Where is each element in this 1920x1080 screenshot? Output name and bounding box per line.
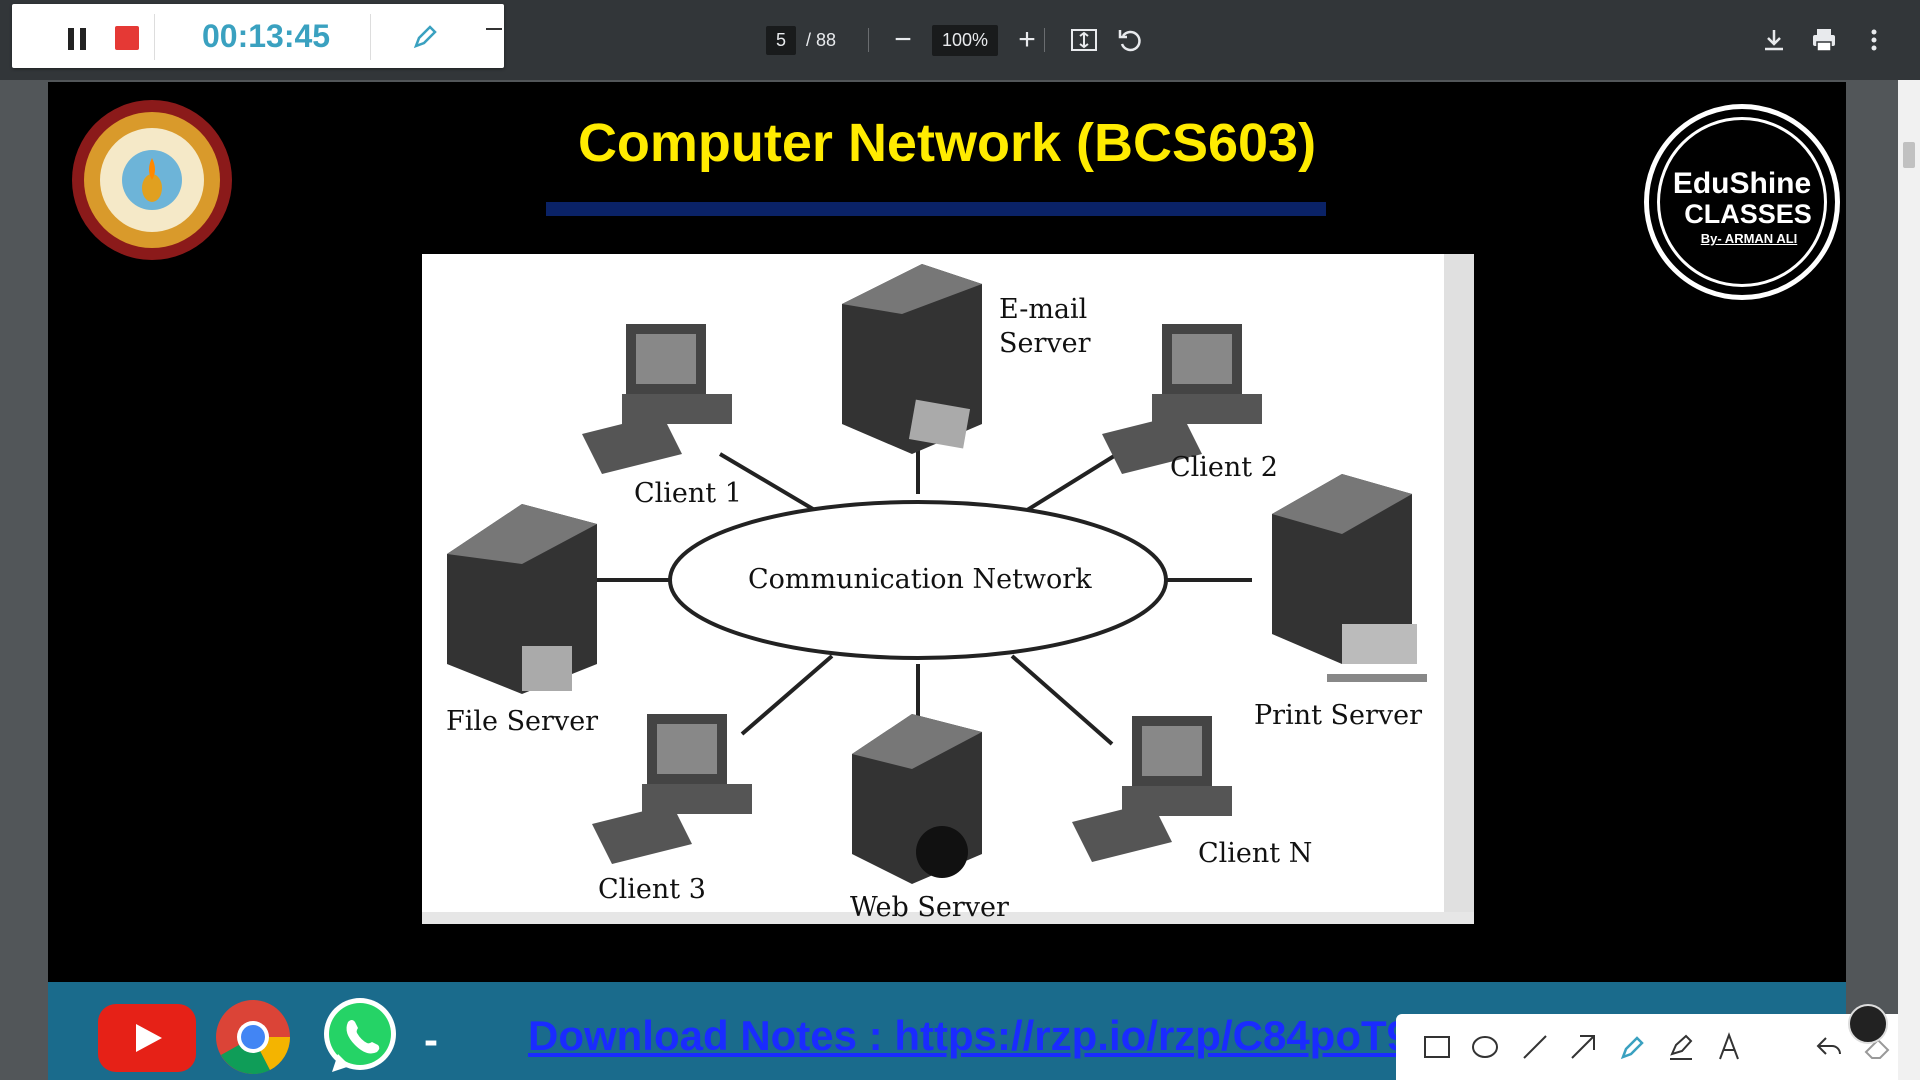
scrollbar-thumb[interactable] bbox=[1903, 142, 1915, 168]
divider bbox=[370, 14, 371, 60]
communication-network-ellipse bbox=[668, 500, 1168, 660]
web-server-icon bbox=[852, 714, 982, 884]
client-2-label: Client 2 bbox=[1170, 452, 1278, 483]
download-icon[interactable] bbox=[1758, 24, 1790, 56]
ellipse-tool-icon[interactable] bbox=[1470, 1032, 1500, 1062]
email-server-icon bbox=[842, 264, 982, 454]
arrow-tool-icon[interactable] bbox=[1568, 1032, 1598, 1062]
client-n-icon bbox=[1072, 716, 1232, 862]
zoom-in-button[interactable]: + bbox=[1018, 23, 1036, 56]
slide-title: Computer Network (BCS603) bbox=[577, 113, 1317, 173]
logo-line2: CLASSES bbox=[1684, 199, 1812, 229]
vertical-scrollbar[interactable] bbox=[1898, 80, 1920, 1080]
email-server-label-line2: Server bbox=[999, 328, 1091, 359]
zoom-out-button[interactable]: − bbox=[894, 23, 912, 56]
client-3-icon bbox=[592, 714, 752, 864]
page-indicator: 5 / 88 bbox=[766, 24, 836, 56]
screen-recorder-widget: 00:13:45 bbox=[12, 4, 504, 68]
network-diagram: Communication Network E-mail Server Clie… bbox=[422, 254, 1474, 924]
email-server-label-line1: E-mail bbox=[999, 294, 1088, 325]
rotate-icon[interactable] bbox=[1114, 24, 1146, 56]
logo-line1: EduShine bbox=[1672, 167, 1812, 200]
youtube-icon bbox=[98, 1004, 196, 1072]
client-1-icon bbox=[582, 324, 732, 474]
client-1-label: Client 1 bbox=[634, 478, 742, 509]
page-number-input[interactable]: 5 bbox=[766, 25, 797, 55]
chrome-icon bbox=[216, 1000, 291, 1074]
communication-network-label: Communication Network bbox=[748, 564, 1092, 595]
university-logo bbox=[72, 100, 232, 260]
print-icon[interactable] bbox=[1808, 24, 1840, 56]
webcam-avatar bbox=[1848, 1004, 1888, 1044]
zoom-level[interactable]: 100% bbox=[932, 24, 999, 56]
divider bbox=[1044, 28, 1045, 52]
footer-dash: - bbox=[424, 1016, 438, 1063]
web-server-label: Web Server bbox=[850, 892, 1009, 923]
file-server-icon bbox=[447, 504, 597, 694]
text-tool-icon[interactable] bbox=[1714, 1032, 1744, 1062]
title-underline bbox=[546, 202, 1326, 216]
zoom-controls: − 100% + bbox=[888, 22, 1042, 58]
download-notes-link[interactable]: Download Notes : https://rzp.io/rzp/C84p… bbox=[528, 1012, 1441, 1059]
print-server-label: Print Server bbox=[1254, 700, 1423, 731]
record-timer: 00:13:45 bbox=[202, 18, 331, 54]
more-options-icon[interactable] bbox=[1858, 24, 1890, 56]
pen-tool-icon[interactable] bbox=[1618, 1032, 1648, 1062]
logo-line3: By- ARMAN ALI bbox=[1700, 231, 1798, 246]
edushine-logo: EduShine CLASSES By- ARMAN ALI bbox=[1644, 104, 1840, 300]
highlighter-tool-icon[interactable] bbox=[1666, 1032, 1696, 1062]
client-n-label: Client N bbox=[1198, 838, 1313, 869]
network-links bbox=[447, 264, 1427, 884]
annotation-toolbar bbox=[1396, 1014, 1910, 1080]
pen-tool-icon[interactable] bbox=[410, 22, 440, 52]
line-tool-icon[interactable] bbox=[1520, 1032, 1550, 1062]
print-server-icon bbox=[1272, 474, 1427, 682]
file-server-label: File Server bbox=[446, 706, 599, 737]
client-2-icon bbox=[1102, 324, 1262, 474]
page-total: / 88 bbox=[806, 29, 837, 50]
divider bbox=[868, 28, 869, 52]
rectangle-tool-icon[interactable] bbox=[1422, 1032, 1452, 1062]
minimize-icon[interactable] bbox=[486, 28, 502, 30]
stop-record-icon[interactable] bbox=[115, 26, 139, 50]
divider bbox=[154, 14, 155, 60]
undo-icon[interactable] bbox=[1814, 1032, 1844, 1062]
pause-icon[interactable] bbox=[64, 24, 92, 52]
client-3-label: Client 3 bbox=[598, 874, 706, 905]
fit-page-icon[interactable] bbox=[1068, 24, 1100, 56]
whatsapp-icon bbox=[324, 998, 396, 1072]
slide: Computer Network (BCS603) EduShine CLASS… bbox=[48, 82, 1846, 982]
